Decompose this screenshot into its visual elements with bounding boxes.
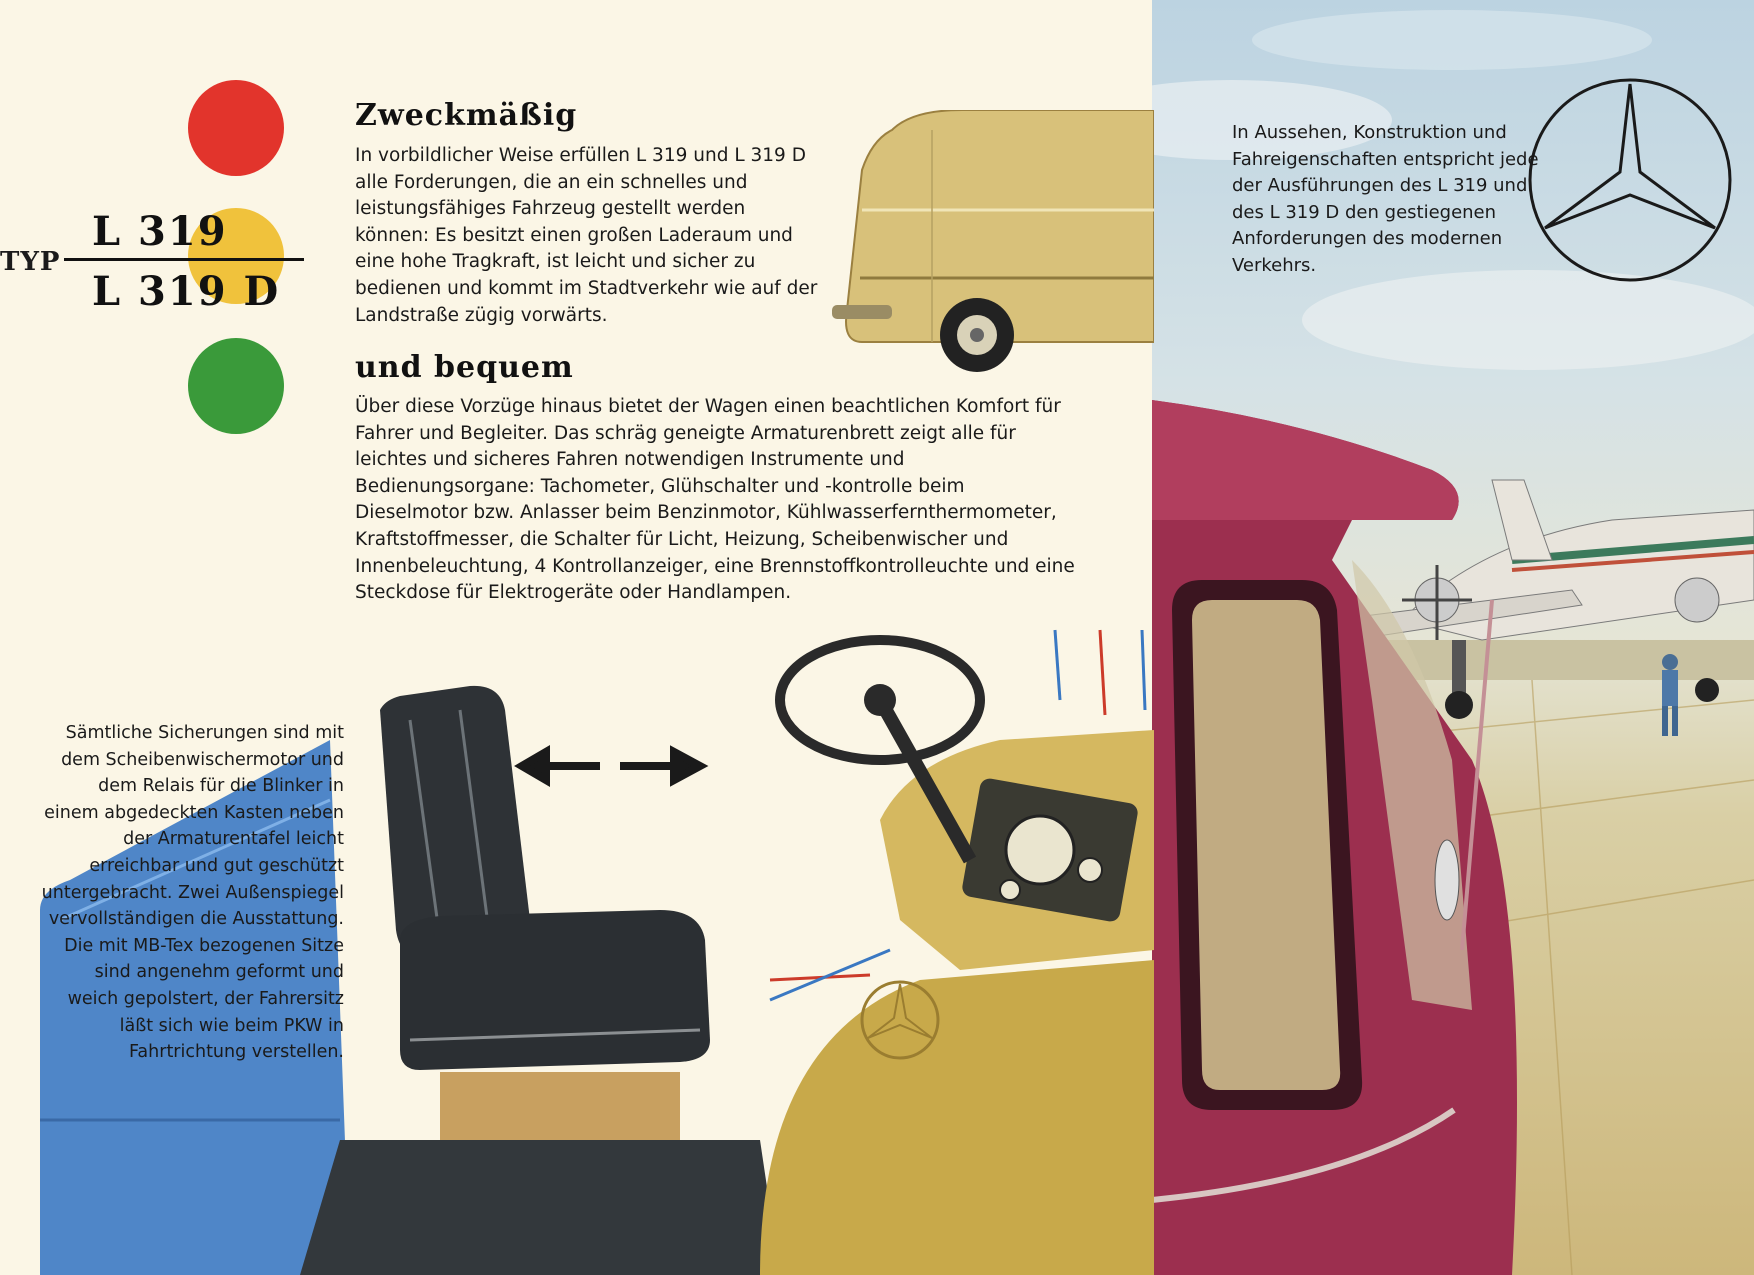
red-dot [188,80,284,176]
van-illustration [832,110,1154,372]
truck-cab-illustration [1152,400,1517,1275]
mercedes-star-emblem [860,980,940,1060]
driver-seat-illustration [300,685,780,1275]
section1-heading: Zweckmäßig [355,98,578,133]
airport-illustration-panel [1152,0,1754,1275]
double-arrow-icon [514,745,709,787]
cab-interior-illustration [40,629,1154,1275]
typ-label: TYP [0,247,61,277]
yellow-dot [188,208,284,304]
mercedes-star-icon [1528,78,1732,282]
airport-scene-illustration [1152,10,1754,1275]
model-name-top: L 319 [92,208,228,255]
section2-heading: und bequem [355,350,574,385]
section2-text: Über diese Vorzüge hinaus bietet der Wag… [355,396,1075,604]
dashboard-illustration [760,635,1154,1275]
mechanic-figure [1662,654,1678,736]
left-column-text: Sämtliche Sicherungen sind mit dem Schei… [41,723,344,1063]
model-divider [64,258,304,261]
model-name-bottom: L 319 D [92,268,281,315]
steering-wheel-icon [775,635,985,765]
section1-text: In vorbildlicher Weise erfüllen L 319 un… [355,145,818,326]
right-panel-text: In Aussehen, Konstruktion und Fahreigens… [1232,122,1539,276]
green-dot [188,338,284,434]
blue-seat-illustration [40,740,350,1275]
